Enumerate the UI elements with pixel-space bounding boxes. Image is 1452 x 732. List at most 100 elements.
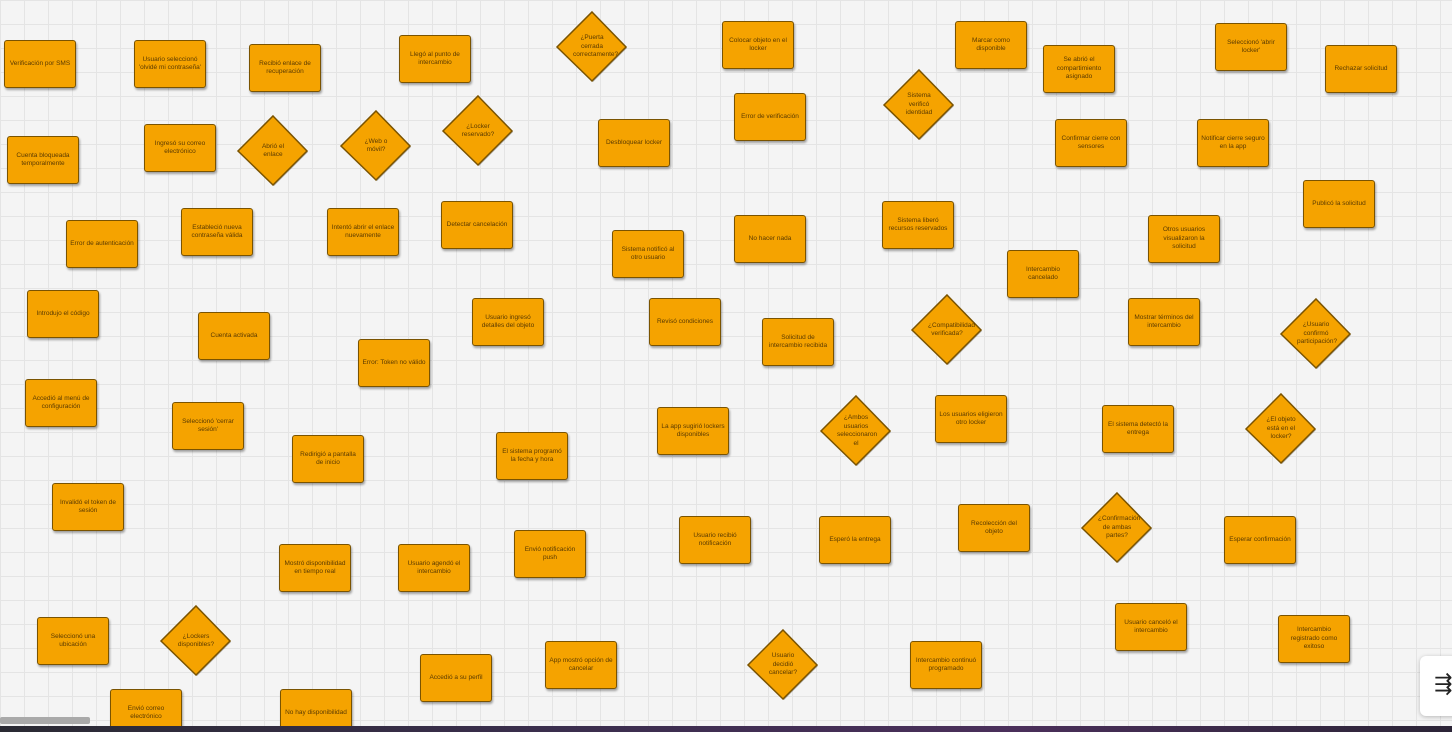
process-node[interactable]: Envió notificación push (514, 530, 586, 578)
process-node[interactable]: Usuario seleccionó 'olvidé mi contraseña… (134, 40, 206, 88)
process-node[interactable]: La app sugirió lockers disponibles (657, 407, 729, 455)
node-label: Error: Token no válido (362, 358, 426, 366)
process-node[interactable]: Intercambio continuó programado (910, 641, 982, 689)
decision-node[interactable]: Sistema verificó identidad (882, 68, 955, 141)
node-label: Error de verificación (741, 112, 799, 120)
decision-node[interactable]: ¿Web o móvil? (339, 109, 412, 182)
process-node[interactable]: Solicitud de intercambio recibida (762, 318, 834, 366)
node-label: Usuario decidió cancelar? (768, 652, 798, 677)
node-label: Redirigió a pantalla de inicio (300, 450, 356, 467)
process-node[interactable]: Error: Token no válido (358, 339, 430, 387)
decision-node[interactable]: ¿El objeto está en el locker? (1244, 392, 1317, 465)
node-label: Intercambio registrado como exitoso (1290, 626, 1338, 651)
decision-node[interactable]: ¿Usuario confirmó participación? (1279, 297, 1352, 370)
process-node[interactable]: Recibió enlace de recuperación (249, 44, 321, 92)
node-label: Revisó condiciones (656, 317, 713, 325)
process-node[interactable]: Seleccionó 'cerrar sesión' (172, 402, 244, 450)
process-node[interactable]: Publicó la solicitud (1303, 180, 1375, 228)
decision-node[interactable]: ¿Locker reservado? (441, 94, 514, 167)
process-node[interactable]: Sistema notificó al otro usuario (612, 230, 684, 278)
horizontal-scrollbar[interactable] (0, 717, 90, 724)
node-label: Rechazar solicitud (1334, 64, 1388, 72)
node-label: ¿Web o móvil? (364, 137, 388, 154)
process-node[interactable]: Invalidó el token de sesión (52, 483, 124, 531)
process-node[interactable]: Esperó la entrega (819, 516, 891, 564)
node-label: Ingresó su correo electrónico (154, 139, 206, 156)
node-label: Intentó abrir el enlace nuevamente (331, 223, 395, 240)
node-label: ¿Ambos usuarios seleccionaron el (837, 414, 878, 447)
process-node[interactable]: Marcar como disponible (955, 21, 1027, 69)
process-node[interactable]: Usuario canceló el intercambio (1115, 603, 1187, 651)
node-label: Intercambio cancelado (1026, 265, 1060, 282)
process-node[interactable]: Introdujo el código (27, 290, 99, 338)
node-label: Llegó al punto de intercambio (410, 50, 460, 67)
process-node[interactable]: Llegó al punto de intercambio (399, 35, 471, 83)
node-label: Marcar como disponible (972, 36, 1010, 53)
process-node[interactable]: Notificar cierre seguro en la app (1197, 119, 1269, 167)
node-label: Mostró disponibilidad en tiempo real (284, 559, 346, 576)
decision-node[interactable]: ¿Puerta cerrada correctamente? (555, 10, 628, 83)
node-label: Notificar cierre seguro en la app (1201, 134, 1265, 151)
process-node[interactable]: Usuario recibió notificación (679, 516, 751, 564)
process-node[interactable]: Sistema liberó recursos reservados (882, 201, 954, 249)
process-node[interactable]: Usuario agendó el intercambio (398, 544, 470, 592)
node-label: Usuario canceló el intercambio (1124, 618, 1178, 635)
process-node[interactable]: Intercambio cancelado (1007, 250, 1079, 298)
process-node[interactable]: Desbloquear locker (598, 119, 670, 167)
node-label: El sistema programó la fecha y hora (502, 447, 562, 464)
node-label: Mostrar términos del intercambio (1134, 313, 1194, 330)
diamond-shape (819, 394, 892, 467)
node-label: La app sugirió lockers disponibles (661, 422, 725, 439)
process-node[interactable]: Confirmar cierre con sensores (1055, 119, 1127, 167)
process-node[interactable]: Recolección del objeto (958, 504, 1030, 552)
process-node[interactable]: Mostrar términos del intercambio (1128, 298, 1200, 346)
process-node[interactable]: Estableció nueva contraseña válida (181, 208, 253, 256)
process-node[interactable]: Redirigió a pantalla de inicio (292, 435, 364, 483)
bottom-bar (0, 726, 1452, 732)
process-node[interactable]: Accedió al menú de configuración (25, 379, 97, 427)
node-label: ¿Compatibilidad verificada? (928, 321, 975, 338)
process-node[interactable]: Usuario ingresó detalles del objeto (472, 298, 544, 346)
process-node[interactable]: Accedió a su perfil (420, 654, 492, 702)
node-label: ¿Confirmación de ambas partes? (1098, 515, 1141, 540)
process-node[interactable]: Envió correo electrónico (110, 689, 182, 726)
process-node[interactable]: Detectar cancelación (441, 201, 513, 249)
node-label: Recibió enlace de recuperación (259, 59, 311, 76)
process-node[interactable]: Se abrió el compartimiento asignado (1043, 45, 1115, 93)
diamond-shape (882, 68, 955, 141)
process-node[interactable]: App mostró opción de cancelar (545, 641, 617, 689)
fit-view-button[interactable]: ⇶ (1420, 656, 1452, 716)
process-node[interactable]: Los usuarios eligieron otro locker (935, 395, 1007, 443)
process-node[interactable]: Colocar objeto en el locker (722, 21, 794, 69)
process-node[interactable]: Verificación por SMS (4, 40, 76, 88)
process-node[interactable]: Otros usuarios visualizaron la solicitud (1148, 215, 1220, 263)
decision-node[interactable]: Usuario decidió cancelar? (746, 628, 819, 701)
process-node[interactable]: Intercambio registrado como exitoso (1278, 615, 1350, 663)
decision-node[interactable]: ¿Compatibilidad verificada? (910, 293, 983, 366)
process-node[interactable]: Error de autenticación (66, 220, 138, 268)
process-node[interactable]: Cuenta activada (198, 312, 270, 360)
decision-node[interactable]: ¿Lockers disponibles? (159, 604, 232, 677)
process-node[interactable]: Seleccionó 'abrir locker' (1215, 23, 1287, 71)
process-node[interactable]: Intentó abrir el enlace nuevamente (327, 208, 399, 256)
process-node[interactable]: Mostró disponibilidad en tiempo real (279, 544, 351, 592)
node-label: Solicitud de intercambio recibida (768, 333, 828, 350)
process-node[interactable]: Revisó condiciones (649, 298, 721, 346)
process-node[interactable]: Seleccionó una ubicación (37, 617, 109, 665)
process-node[interactable]: El sistema detectó la entrega (1102, 405, 1174, 453)
process-node[interactable]: El sistema programó la fecha y hora (496, 432, 568, 480)
process-node[interactable]: Esperar confirmación (1224, 516, 1296, 564)
node-label: Confirmar cierre con sensores (1061, 134, 1121, 151)
node-label: No hay disponibilidad (285, 708, 347, 716)
decision-node[interactable]: Abrió el enlace (236, 114, 309, 187)
process-node[interactable]: Error de verificación (734, 93, 806, 141)
process-node[interactable]: Rechazar solicitud (1325, 45, 1397, 93)
decision-node[interactable]: ¿Ambos usuarios seleccionaron el (819, 394, 892, 467)
process-node[interactable]: Cuenta bloqueada temporalmente (7, 136, 79, 184)
process-node[interactable]: No hacer nada (734, 215, 806, 263)
decision-node[interactable]: ¿Confirmación de ambas partes? (1080, 491, 1153, 564)
process-node[interactable]: Ingresó su correo electrónico (144, 124, 216, 172)
process-node[interactable]: No hay disponibilidad (280, 689, 352, 726)
node-label: Accedió al menú de configuración (32, 394, 90, 411)
